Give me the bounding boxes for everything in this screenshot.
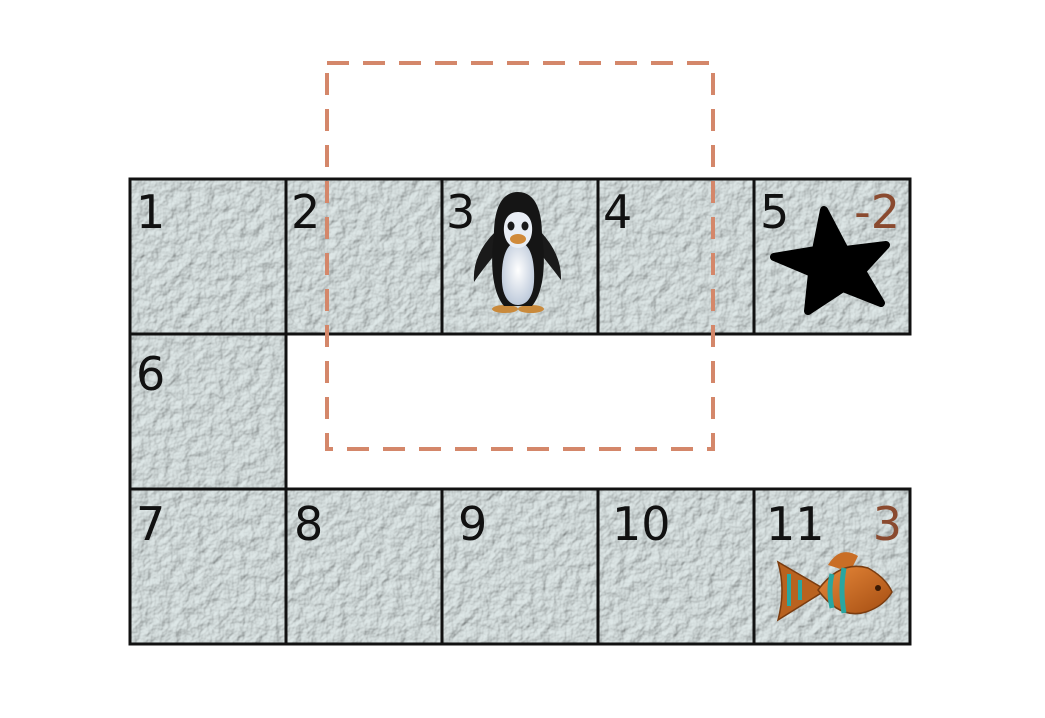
- cell-2: 2: [284, 177, 444, 336]
- cell-label: 8: [294, 497, 323, 551]
- view-window: [325, 61, 715, 451]
- penguin-icon: [473, 192, 562, 313]
- cell-label: 3: [446, 185, 475, 239]
- cell-label: 11: [766, 497, 825, 551]
- cell-7: 7: [128, 487, 288, 646]
- cell-label: 1: [136, 185, 165, 239]
- star-icon: [770, 206, 890, 315]
- cell-label: 10: [612, 497, 671, 551]
- cell-label: 7: [136, 497, 165, 551]
- cell-label: 9: [458, 497, 487, 551]
- cell-5: 5 -2: [752, 177, 912, 336]
- cell-10: 10: [596, 487, 756, 646]
- cell-6: 6: [128, 332, 288, 491]
- fish-icon: [776, 552, 893, 622]
- cell-label: 5: [760, 185, 789, 239]
- cell-4: 4: [596, 177, 756, 336]
- cell-label: 4: [603, 185, 632, 239]
- cell-1: 1: [128, 177, 288, 336]
- cell-label: 2: [291, 185, 320, 239]
- cell-9: 9: [440, 487, 600, 646]
- reward-label: -2: [854, 185, 900, 239]
- cell-8: 8: [284, 487, 444, 646]
- cell-label: 6: [136, 347, 165, 401]
- reward-label: 3: [873, 497, 902, 551]
